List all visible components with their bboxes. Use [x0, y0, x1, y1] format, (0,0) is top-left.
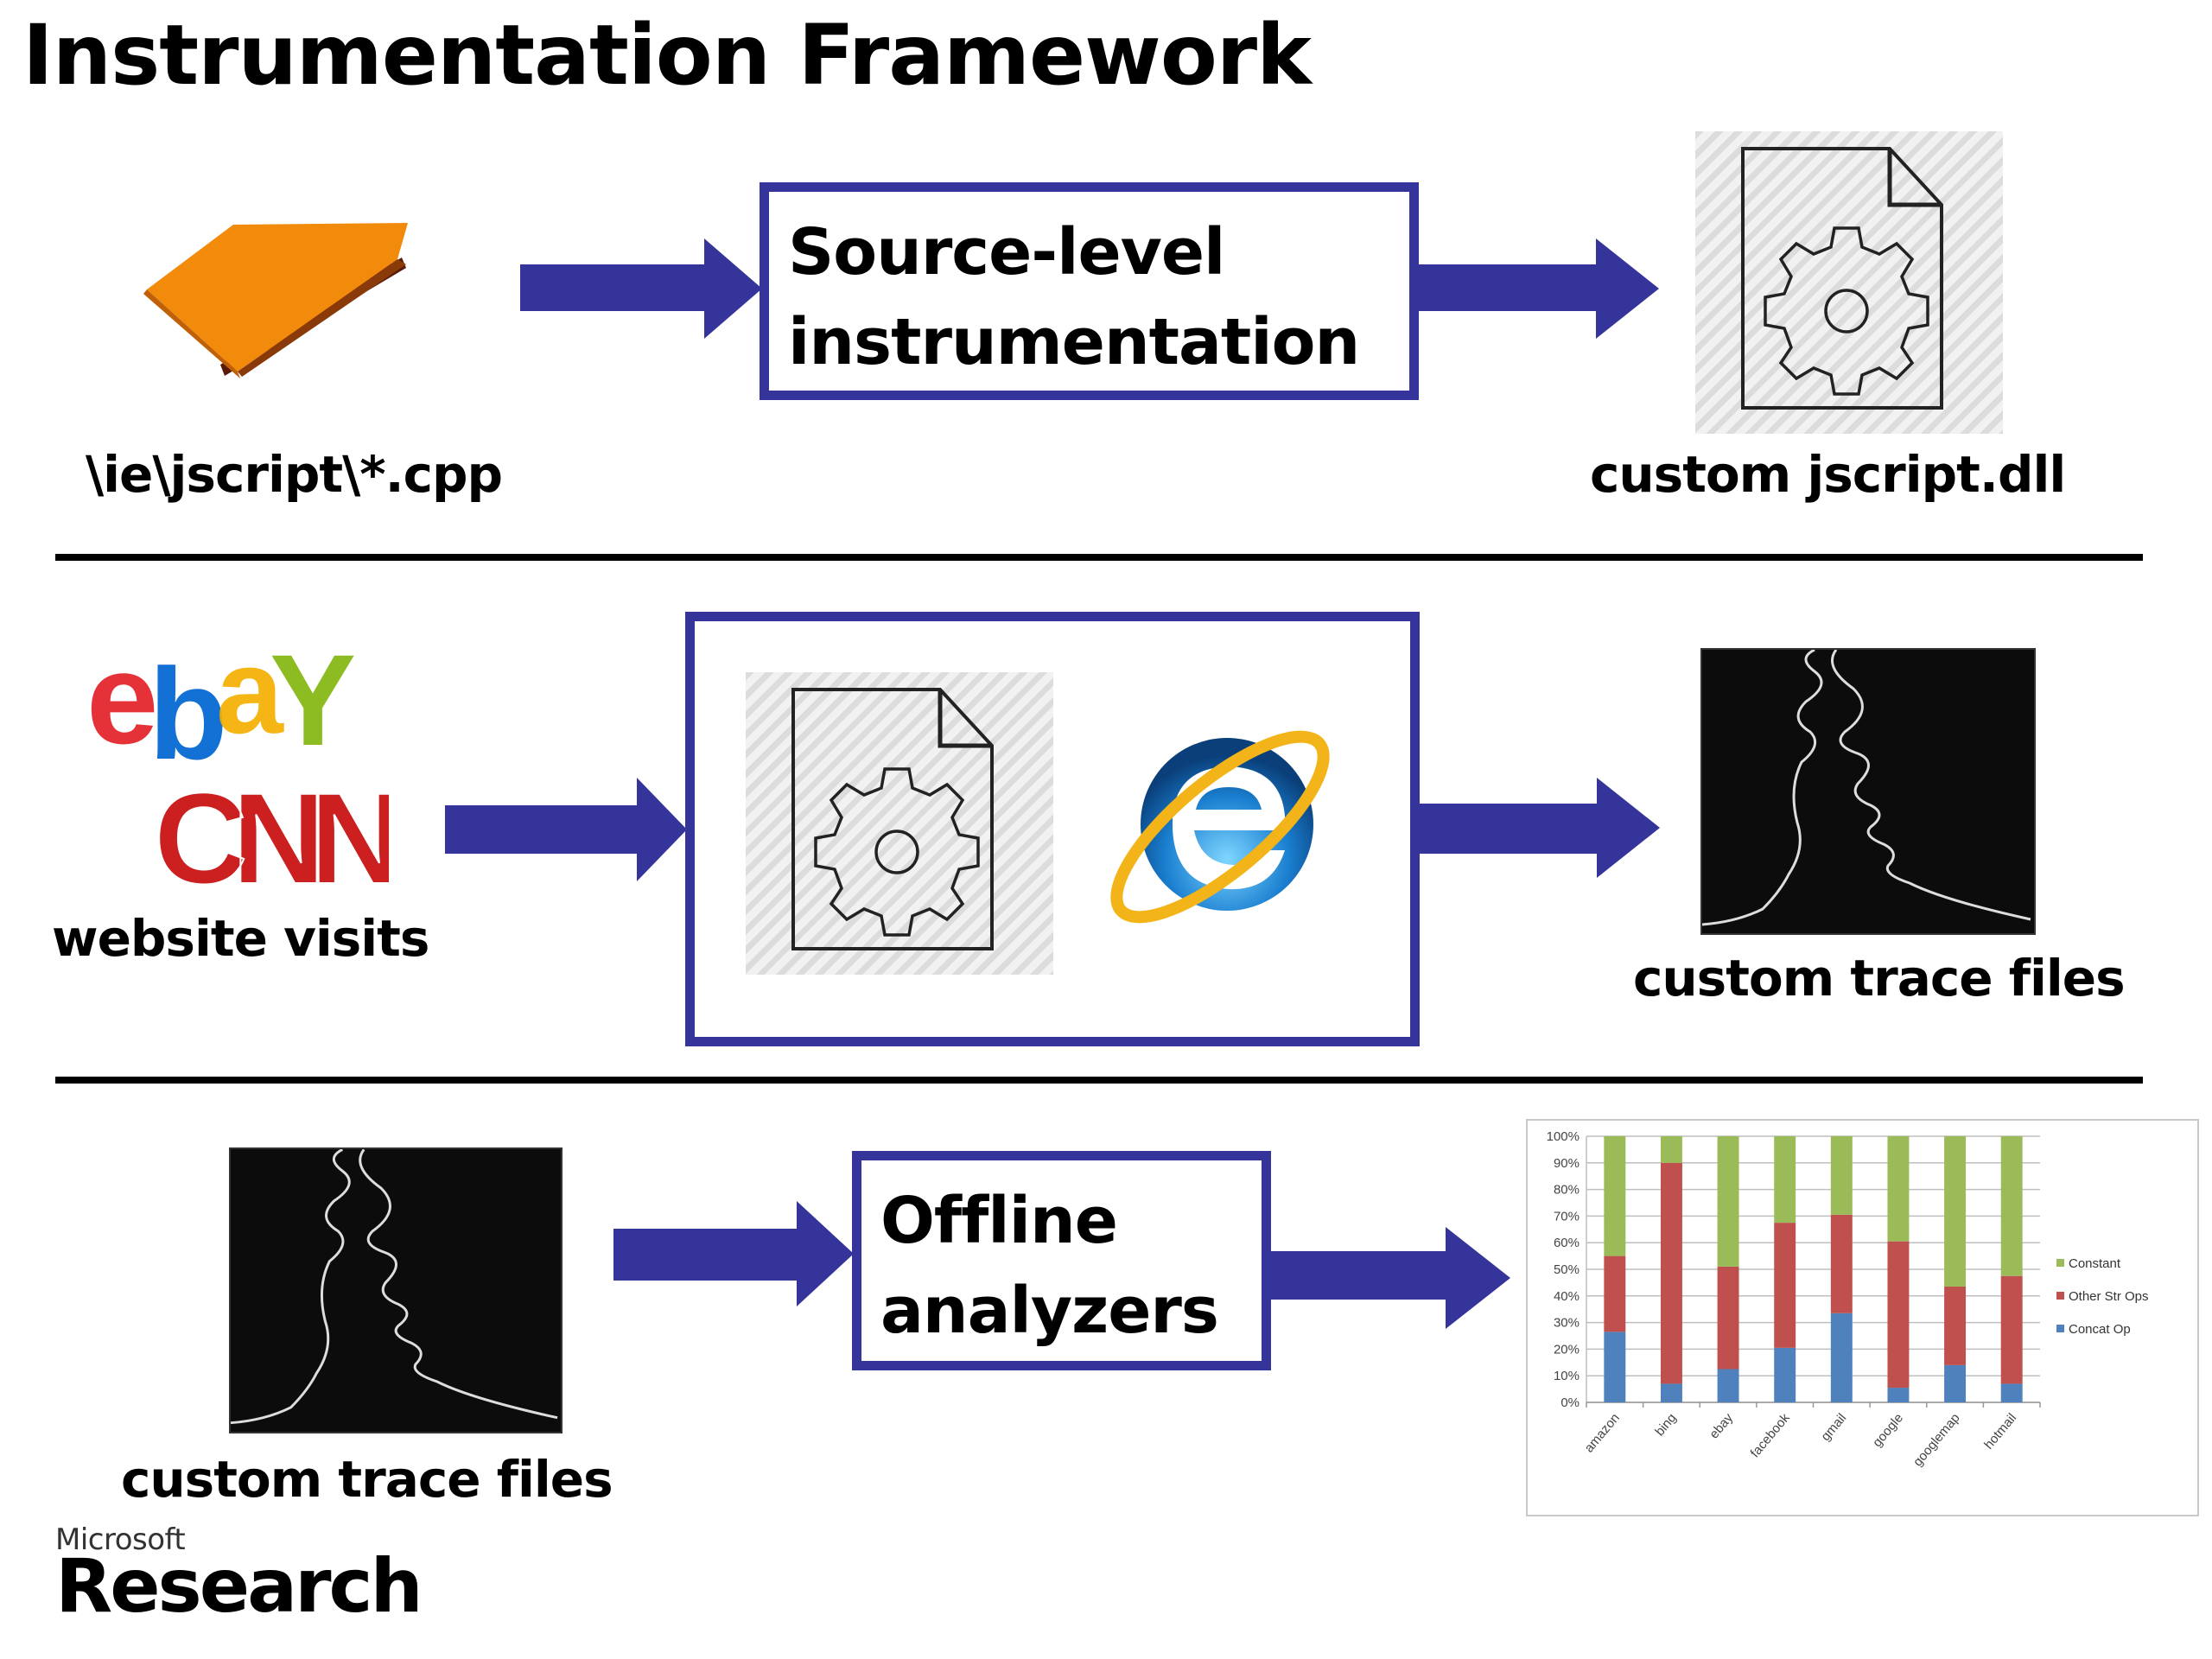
divider-2: [55, 1077, 2143, 1084]
microsoft-wordmark: Microsoft: [55, 1522, 186, 1557]
bar-other-str-ops: [1830, 1214, 1853, 1313]
bar-concat-op: [2000, 1383, 2023, 1402]
source-instrumentation-box: Source-level instrumentation: [760, 182, 1419, 400]
x-tick-label: ebay: [1707, 1410, 1736, 1441]
arrow-5: [613, 1201, 857, 1306]
box-line-1: Source-level: [788, 215, 1225, 289]
custom-trace-files-input-label: custom trace files: [121, 1450, 613, 1509]
bar-concat-op: [1830, 1313, 1853, 1402]
x-tick-label: amazon: [1582, 1411, 1623, 1456]
bar-constant: [1944, 1136, 1967, 1287]
ebay-logo: e b a Y: [86, 639, 380, 769]
arrow-2: [1418, 238, 1662, 339]
bar-concat-op: [1887, 1388, 1910, 1402]
box-line-2: analyzers: [880, 1274, 1219, 1348]
x-tick-label: google: [1870, 1411, 1906, 1450]
arrow-6: [1270, 1227, 1514, 1329]
svg-text:e: e: [86, 639, 155, 769]
x-tick-label: googlemap: [1910, 1411, 1963, 1470]
divider-1: [55, 554, 2143, 561]
browser-runtime-box: [685, 612, 1420, 1046]
bar-concat-op: [1717, 1369, 1739, 1402]
custom-jscript-dll-label: custom jscript.dll: [1590, 445, 2066, 504]
legend-label: Concat Op: [2069, 1322, 2131, 1337]
bar-concat-op: [1774, 1347, 1796, 1402]
website-visits-label: website visits: [52, 909, 429, 968]
bar-constant: [2000, 1136, 2023, 1276]
y-tick-label: 20%: [1554, 1342, 1580, 1357]
legend-swatch: [2056, 1292, 2064, 1300]
bar-constant: [1717, 1136, 1739, 1267]
y-tick-label: 40%: [1554, 1289, 1580, 1304]
legend-label: Other Str Ops: [2069, 1289, 2149, 1304]
bar-concat-op: [1944, 1364, 1967, 1402]
bar-concat-op: [1660, 1383, 1682, 1402]
svg-text:Y: Y: [270, 639, 356, 769]
custom-trace-files-label: custom trace files: [1633, 949, 2126, 1007]
slide-title: Instrumentation Framework: [22, 7, 1312, 104]
y-tick-label: 10%: [1554, 1369, 1580, 1383]
y-tick-label: 30%: [1554, 1316, 1580, 1331]
legend-swatch: [2056, 1259, 2064, 1267]
folder-icon: [138, 207, 423, 389]
arrow-4: [1419, 778, 1662, 878]
bar-other-str-ops: [1944, 1287, 1967, 1365]
svg-text:CNN: CNN: [154, 779, 389, 900]
legend-swatch: [2056, 1325, 2064, 1332]
bar-other-str-ops: [2000, 1275, 2023, 1384]
x-tick-label: bing: [1652, 1411, 1679, 1440]
svg-text:b: b: [149, 641, 228, 769]
trace-image: [1700, 648, 2036, 935]
x-tick-label: facebook: [1748, 1410, 1793, 1460]
y-tick-label: 80%: [1554, 1183, 1580, 1198]
cnn-logo: CNN: [154, 779, 389, 900]
y-tick-label: 100%: [1547, 1129, 1580, 1144]
gear-document-icon: [746, 672, 1053, 975]
trace-image: [229, 1147, 563, 1433]
bar-constant: [1830, 1136, 1853, 1215]
y-tick-label: 90%: [1554, 1156, 1580, 1171]
bar-constant: [1660, 1136, 1682, 1163]
bar-other-str-ops: [1604, 1255, 1626, 1332]
bar-other-str-ops: [1717, 1266, 1739, 1370]
arrow-1: [520, 238, 764, 339]
x-tick-label: gmail: [1818, 1411, 1849, 1444]
bar-constant: [1604, 1136, 1626, 1256]
bar-constant: [1887, 1136, 1910, 1242]
bar-constant: [1774, 1136, 1796, 1224]
y-tick-label: 60%: [1554, 1236, 1580, 1250]
microsoft-research-logo: Microsoft Research: [55, 1522, 423, 1630]
bar-other-str-ops: [1887, 1241, 1910, 1389]
box-line-2: instrumentation: [788, 305, 1360, 379]
gear-document-icon: [1695, 131, 2003, 434]
box-line-1: Offline: [880, 1184, 1118, 1258]
y-tick-label: 0%: [1560, 1395, 1580, 1410]
legend-label: Constant: [2069, 1256, 2121, 1271]
y-tick-label: 50%: [1554, 1262, 1580, 1277]
internet-explorer-icon: [1108, 708, 1332, 932]
y-tick-label: 70%: [1554, 1209, 1580, 1224]
bar-other-str-ops: [1774, 1223, 1796, 1348]
source-files-label: \ie\jscript\*.cpp: [85, 445, 503, 504]
bar-other-str-ops: [1660, 1162, 1682, 1384]
bar-concat-op: [1604, 1332, 1626, 1402]
arrow-3: [445, 778, 689, 881]
research-wordmark: Research: [55, 1543, 423, 1630]
svg-text:a: a: [216, 639, 284, 759]
x-tick-label: hotmail: [1981, 1411, 2019, 1452]
offline-analyzers-box: Offline analyzers: [852, 1151, 1271, 1370]
